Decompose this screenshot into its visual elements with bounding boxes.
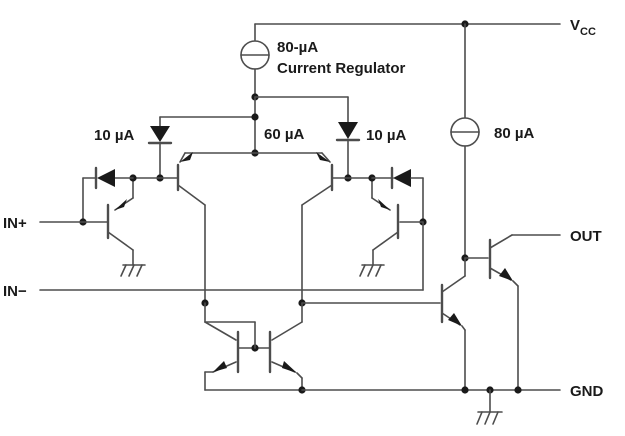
current-regulator-80ua	[240, 40, 270, 101]
in-plus-label: IN+	[3, 215, 27, 232]
vcc-label-sub: CC	[580, 26, 596, 38]
tail-current-label: 60 µA	[264, 126, 304, 143]
output-stage	[301, 234, 561, 391]
input-pnp-right	[254, 152, 349, 304]
top-distribution	[159, 96, 349, 157]
current-mirror	[201, 299, 306, 394]
regulator-value-label: 80-µA	[277, 39, 318, 56]
in-minus-label: IN−	[3, 283, 27, 300]
left-input-stage	[79, 166, 161, 277]
left-diode-current-label: 10 µA	[94, 127, 134, 144]
vcc-label: VCC	[570, 17, 596, 38]
out-label: OUT	[570, 228, 602, 245]
current-source-80ua-right	[450, 23, 480, 262]
regulator-caption-label: Current Regulator	[277, 60, 406, 77]
diode-10ua-left	[147, 126, 173, 182]
gnd-label: GND	[570, 383, 604, 400]
diode-10ua-right	[335, 122, 361, 182]
gnd-rail	[301, 386, 561, 425]
right-source-value-label: 80 µA	[494, 125, 534, 142]
input-pnp-left	[159, 152, 256, 304]
right-diode-current-label: 10 µA	[366, 127, 406, 144]
vcc-rail	[254, 20, 561, 41]
vcc-label-main: V	[570, 17, 580, 34]
right-input-stage	[347, 166, 427, 291]
